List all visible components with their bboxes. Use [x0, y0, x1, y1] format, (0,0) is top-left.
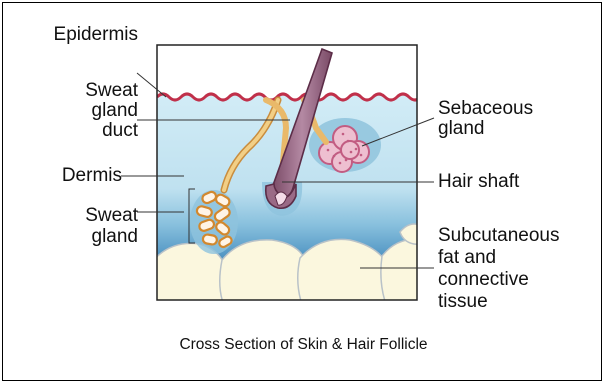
label-sweat-gland-1: Sweat [30, 206, 138, 226]
label-sweat-gland-2: gland [30, 227, 138, 247]
label-sweat-gland-duct-3: duct [30, 121, 138, 141]
label-hair-shaft: Hair shaft [438, 172, 519, 192]
label-dermis: Dermis [30, 166, 122, 186]
label-subcutaneous-4: tissue [438, 292, 488, 312]
label-subcutaneous-2: fat and [438, 248, 496, 268]
label-epidermis: Epidermis [30, 25, 138, 45]
label-sweat-gland-duct-2: gland [30, 101, 138, 121]
label-subcutaneous-3: connective [438, 270, 529, 290]
label-sebaceous-gland-1: Sebaceous [438, 99, 533, 119]
label-subcutaneous-1: Subcutaneous [438, 226, 560, 246]
label-sweat-gland-duct-1: Sweat [30, 81, 138, 101]
figure-caption: Cross Section of Skin & Hair Follicle [0, 336, 607, 354]
label-sebaceous-gland-2: gland [438, 119, 485, 139]
